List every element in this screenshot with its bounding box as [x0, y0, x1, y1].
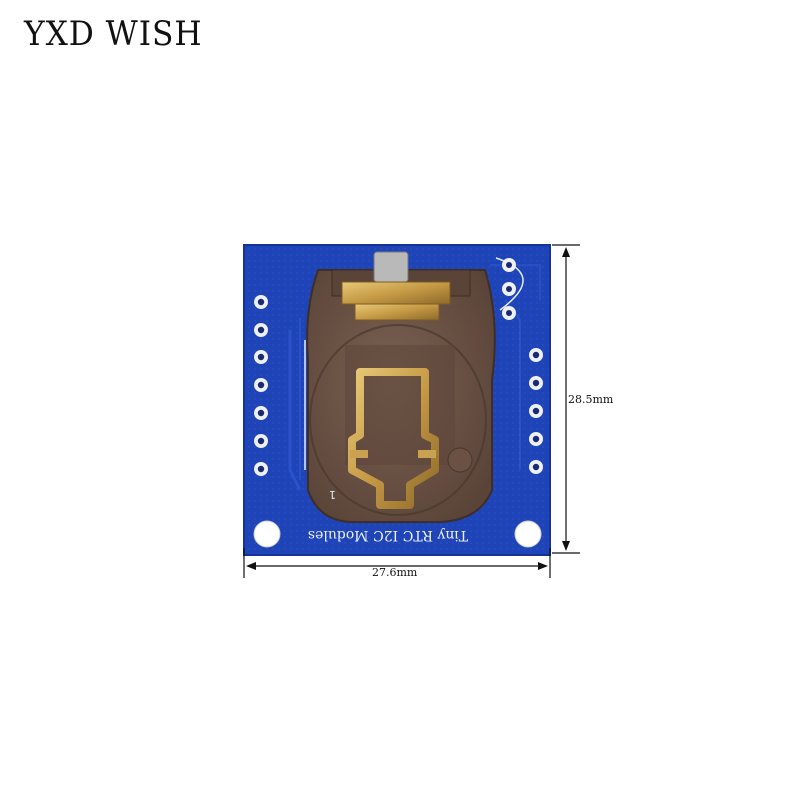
- width-dimension-label: 27.6mm: [372, 566, 418, 579]
- sensor-pads: [502, 258, 516, 320]
- mounting-holes: [253, 520, 542, 548]
- brand-watermark: YXD WISH: [24, 14, 203, 54]
- width-dimension: [243, 548, 551, 578]
- left-pin-header: [254, 295, 268, 476]
- height-dimension-label: 28.5mm: [568, 393, 614, 406]
- board-silkscreen-label: Tiny RTC I2C Modules: [308, 527, 468, 543]
- battery-contacts: [341, 251, 451, 509]
- pin-one-marker: 1: [329, 488, 336, 501]
- height-dimension: [552, 244, 580, 554]
- right-pin-header: [529, 348, 543, 474]
